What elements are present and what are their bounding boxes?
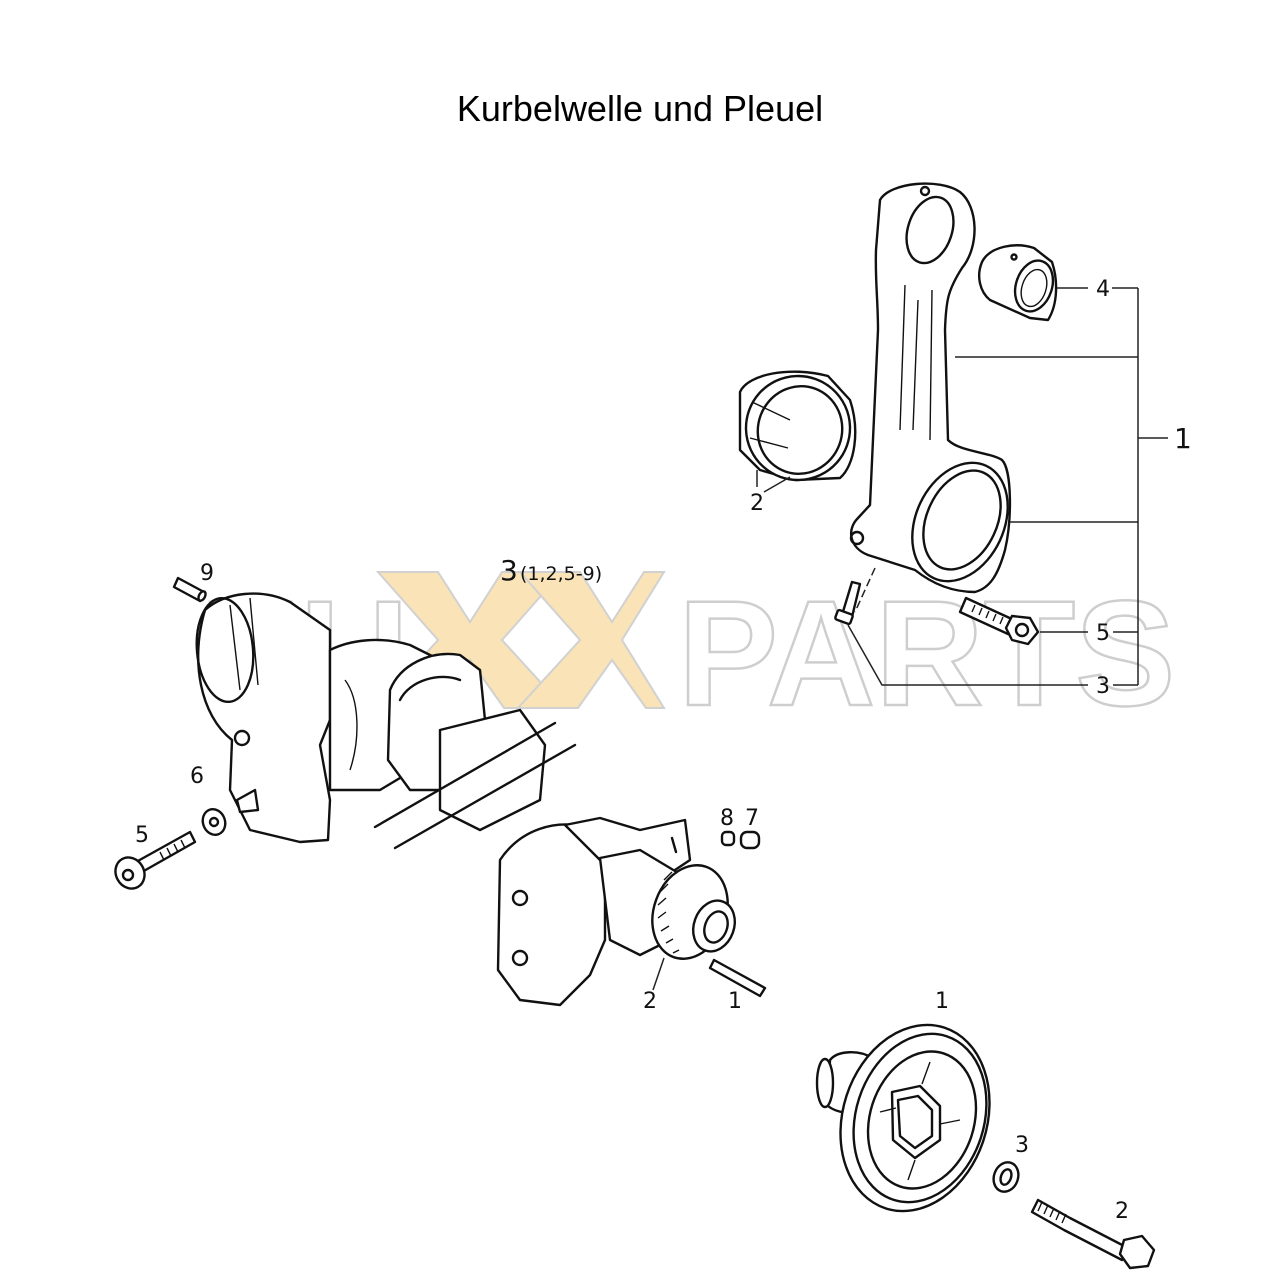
callout-label: 2 bbox=[643, 989, 657, 1014]
watermark-x-2 bbox=[515, 571, 666, 709]
callout-label: 8 bbox=[720, 806, 734, 831]
pulley-washer[interactable] bbox=[990, 1159, 1023, 1195]
assembly-sublabel: (1,2,5-9) bbox=[520, 563, 602, 585]
callout-label: 2 bbox=[750, 491, 764, 516]
callout-label: 4 bbox=[1096, 277, 1110, 302]
rod-shank-lines bbox=[899, 284, 933, 441]
assembly-axis-line bbox=[854, 567, 876, 613]
callout-label: 1 bbox=[935, 989, 949, 1014]
oil-hole bbox=[919, 185, 931, 197]
crankshaft-gear[interactable] bbox=[640, 855, 742, 970]
rod-bolt[interactable] bbox=[958, 596, 1040, 646]
big-end-inner bbox=[922, 469, 1002, 571]
crankshaft-key-1[interactable] bbox=[708, 958, 767, 998]
crankshaft[interactable] bbox=[193, 592, 742, 1007]
small-end-bushing[interactable] bbox=[978, 244, 1059, 322]
callout-label: 9 bbox=[200, 561, 214, 586]
callout-label: 5 bbox=[1096, 621, 1110, 646]
cap-bolt-hole bbox=[849, 530, 865, 546]
crankshaft-group: 3 (1,2,5-9) 9 bbox=[110, 554, 767, 1014]
crankshaft-plug-8[interactable] bbox=[720, 830, 736, 847]
connecting-rod-group: 4 1 2 5 3 bbox=[731, 182, 1192, 699]
bracket-label: 1 bbox=[1174, 422, 1192, 455]
callout-label: 3 bbox=[1015, 1133, 1029, 1158]
diagram-title: Kurbelwelle und Pleuel bbox=[456, 88, 824, 129]
pulley-bolt[interactable] bbox=[1030, 1198, 1156, 1270]
locating-pin[interactable] bbox=[834, 580, 862, 626]
callout-label: 5 bbox=[135, 823, 149, 848]
crankshaft-plug-7[interactable] bbox=[739, 830, 761, 850]
callout-label: 3 bbox=[1096, 674, 1110, 699]
crankshaft-pin-9[interactable] bbox=[172, 576, 207, 603]
callout-label: 7 bbox=[745, 806, 759, 831]
watermark-suffix: PARTS bbox=[678, 569, 1175, 737]
crankshaft-washer-6[interactable] bbox=[199, 806, 229, 838]
crankshaft-pulley[interactable] bbox=[815, 1005, 1013, 1230]
big-end-bearing-shells[interactable] bbox=[731, 361, 864, 494]
rod-callout-leaders bbox=[756, 287, 1168, 686]
crankshaft-bolt-5[interactable] bbox=[110, 830, 197, 894]
gear-leader bbox=[652, 957, 665, 991]
pulley-group: 1 3 2 bbox=[815, 989, 1156, 1270]
assembly-label: 3 bbox=[500, 554, 518, 587]
callout-label: 2 bbox=[1115, 1199, 1129, 1224]
callout-label: 1 bbox=[728, 989, 742, 1014]
small-end-bore bbox=[905, 195, 955, 265]
callout-label: 6 bbox=[190, 764, 204, 789]
